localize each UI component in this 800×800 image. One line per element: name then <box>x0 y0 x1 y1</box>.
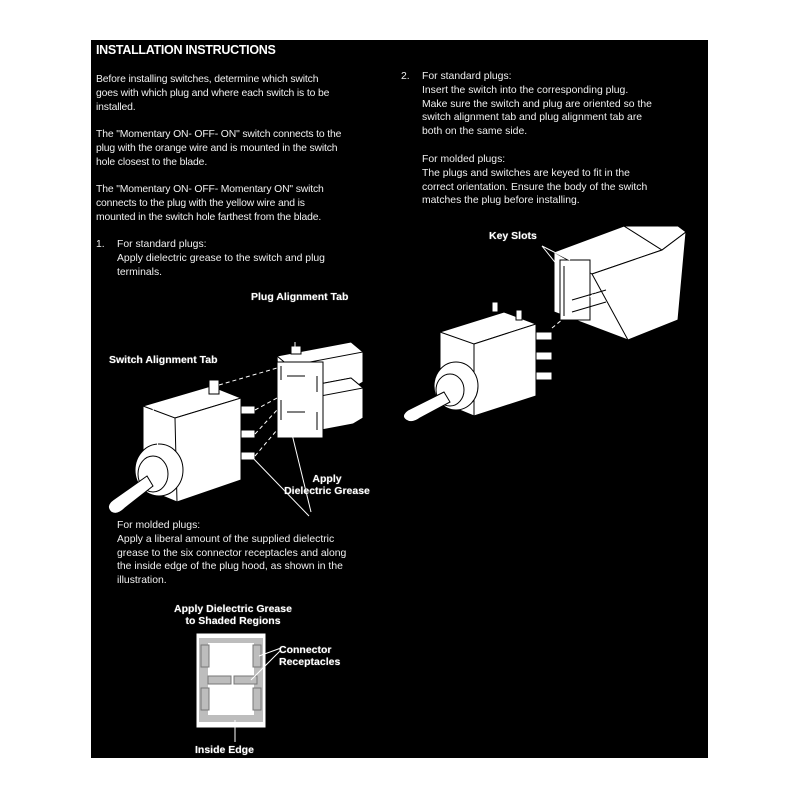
text-line: Insert the switch into the corresponding… <box>422 84 629 96</box>
apply-grease-label: Apply Dielectric Grease <box>267 473 387 497</box>
text-line: Before installing switches, determine wh… <box>96 74 319 85</box>
text-line: matches the plug before installing. <box>422 195 580 207</box>
step-heading: For molded plugs: <box>117 520 201 531</box>
intro-paragraph-2: The "Momentary ON- OFF- ON" switch conne… <box>96 128 386 169</box>
step-2-molded: For molded plugs: The plugs and switches… <box>401 153 701 213</box>
step-2-standard: 2. For standard plugs: Insert the switch… <box>401 70 701 140</box>
switch-alignment-tab-label: Switch Alignment Tab <box>109 354 218 366</box>
step-heading: For standard plugs: <box>117 239 207 250</box>
step-body: For standard plugs: Insert the switch in… <box>422 70 652 139</box>
intro-paragraph-3: The "Momentary ON- OFF- Momentary ON" sw… <box>96 183 386 224</box>
label-line: to Shaded Regions <box>185 615 281 627</box>
step-number: 2. <box>401 71 410 82</box>
label-line: Receptacles <box>279 656 341 668</box>
text-line: the inside edge of the plug hood, as sho… <box>117 561 343 573</box>
text-line: grease to the six connector receptacles … <box>117 547 347 559</box>
connector-receptacles-label: Connector Receptacles <box>279 644 340 668</box>
text-line: The "Momentary ON- OFF- ON" switch conne… <box>96 129 342 140</box>
text-line: switch alignment tab and plug alignment … <box>422 112 643 124</box>
text-line: Apply a liberal amount of the supplied d… <box>117 533 335 545</box>
molded-plug-face-diagram <box>195 632 282 742</box>
plug-alignment-tab-label: Plug Alignment Tab <box>251 291 349 303</box>
page-title: INSTALLATION INSTRUCTIONS <box>96 43 276 57</box>
key-slots-label: Key Slots <box>489 230 537 242</box>
step-body: For molded plugs: Apply a liberal amount… <box>117 519 346 588</box>
step-heading: For molded plugs: <box>422 154 506 165</box>
text-line: both on the same side. <box>422 126 528 138</box>
text-line: terminals. <box>117 266 163 278</box>
step-body: For standard plugs: Apply dielectric gre… <box>117 238 325 279</box>
text-line: Apply dielectric grease to the switch an… <box>117 252 325 264</box>
step-1-standard: 1. For standard plugs: Apply dielectric … <box>96 238 386 283</box>
label-line: Apply Dielectric Grease <box>174 603 292 615</box>
text-line: The "Momentary ON- OFF- Momentary ON" sw… <box>96 184 324 195</box>
label-line: Dielectric Grease <box>284 485 370 497</box>
text-line: Make sure the switch and plug are orient… <box>422 98 652 110</box>
inside-edge-label: Inside Edge <box>195 744 254 756</box>
standard-plug-diagram <box>107 341 365 517</box>
molded-grease-title: Apply Dielectric Grease to Shaded Region… <box>153 603 313 627</box>
text-line: installed. <box>96 101 136 113</box>
text-line: plug with the orange wire and is mounted… <box>96 142 338 154</box>
text-line: connects to the plug with the yellow wir… <box>96 197 305 209</box>
key-slots-diagram <box>402 225 687 423</box>
step-heading: For standard plugs: <box>422 71 512 82</box>
label-line: Apply <box>312 473 342 485</box>
intro-paragraph-1: Before installing switches, determine wh… <box>96 73 386 114</box>
label-line: Connector <box>279 644 332 656</box>
instruction-page: INSTALLATION INSTRUCTIONS Before install… <box>91 40 708 758</box>
text-line: mounted in the switch hole farthest from… <box>96 211 322 223</box>
text-line: hole closest to the blade. <box>96 156 208 168</box>
text-line: goes with which plug and where each swit… <box>96 87 330 99</box>
step-1-molded: For molded plugs: Apply a liberal amount… <box>96 519 386 586</box>
step-body: For molded plugs: The plugs and switches… <box>422 153 647 208</box>
text-line: The plugs and switches are keyed to fit … <box>422 167 630 179</box>
text-line: illustration. <box>117 575 167 587</box>
step-number: 1. <box>96 239 105 250</box>
text-line: correct orientation. Ensure the body of … <box>422 181 648 193</box>
